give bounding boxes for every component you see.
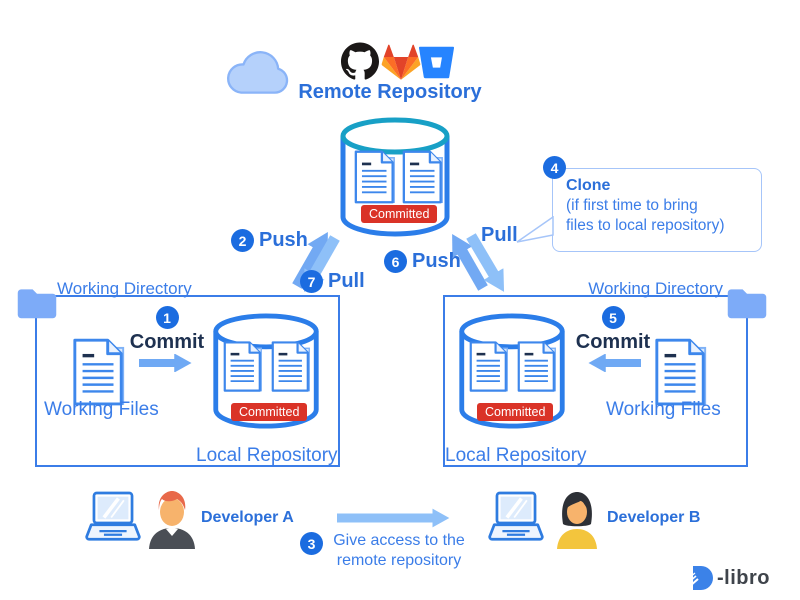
flow-push-right: 6 Push	[384, 250, 461, 273]
flow-pull-right: Pull	[481, 224, 518, 246]
step-badge-give-access: 3	[300, 532, 323, 555]
commit-arrow-left	[139, 354, 192, 372]
working-files-label-right: Working Files	[606, 399, 721, 420]
github-icon	[341, 42, 379, 80]
local-repository-label-left: Local Repository	[196, 445, 338, 466]
remote-committed-badge: Committed	[361, 205, 438, 223]
remote-repository-title: Remote Repository	[298, 81, 482, 103]
commit-arrow-right	[588, 354, 641, 372]
laptop-icon	[487, 489, 545, 546]
give-access-line1: Give access to the	[333, 532, 465, 549]
bitbucket-icon	[419, 46, 454, 79]
developer-a-label: Developer A	[201, 509, 294, 526]
developer-b-label: Developer B	[607, 509, 701, 526]
flow-label: Push	[259, 229, 308, 251]
commit-label: Commit	[575, 331, 651, 353]
step-badge: 7	[300, 270, 323, 293]
working-directory-title-right: Working Directory	[588, 279, 723, 298]
flow-label: Push	[412, 250, 461, 272]
give-access-label: Give access to the remote repository	[322, 531, 476, 571]
flow-push-left: 2 Push	[231, 229, 308, 252]
document-icon	[269, 341, 313, 395]
clone-note: Clone (if first time to bring files to l…	[552, 168, 762, 252]
working-directory-title-left: Working Directory	[57, 279, 192, 298]
flow-commit-left: 1 Commit	[128, 306, 206, 353]
give-access-arrow	[337, 508, 450, 528]
document-icon	[515, 341, 559, 395]
local-committed-badge-left: Committed	[231, 403, 308, 421]
working-files-label-left: Working Files	[44, 399, 159, 420]
step-badge: 1	[155, 306, 179, 329]
working-directory-box-left	[35, 295, 340, 467]
clone-note-title: Clone	[566, 177, 611, 194]
folder-icon	[16, 285, 58, 320]
step-badge: 6	[384, 250, 407, 273]
flow-pull-left: 7 Pull	[300, 270, 365, 293]
flow-commit-right: 5 Commit	[574, 306, 652, 353]
document-icon	[221, 341, 265, 395]
cloud-icon	[227, 51, 289, 94]
push-pull-arrows-right	[452, 233, 505, 292]
gitlab-icon	[381, 44, 421, 80]
working-directory-box-right	[443, 295, 748, 467]
document-icon	[400, 150, 446, 207]
commit-label: Commit	[129, 331, 205, 353]
step-badge: 5	[601, 306, 625, 329]
step-badge-clone: 4	[543, 156, 566, 179]
flow-label: Pull	[328, 270, 365, 292]
local-committed-badge-right: Committed	[477, 403, 554, 421]
developer-b-avatar	[553, 488, 601, 549]
dlibro-logo-icon	[688, 566, 713, 590]
dlibro-logo: -libro	[688, 565, 770, 591]
folder-icon	[726, 285, 768, 320]
clone-note-pointer	[516, 216, 554, 243]
document-icon	[467, 341, 511, 395]
clone-note-line1: (if first time to bring	[566, 197, 698, 214]
local-repository-label-right: Local Repository	[445, 445, 587, 466]
dlibro-logo-text: -libro	[717, 566, 770, 589]
step-badge: 2	[231, 229, 254, 252]
laptop-icon	[84, 489, 142, 546]
give-access-line2: remote repository	[336, 552, 462, 569]
developer-a-avatar	[146, 488, 198, 549]
document-icon	[352, 150, 398, 207]
clone-note-line2: files to local repository)	[566, 217, 725, 234]
